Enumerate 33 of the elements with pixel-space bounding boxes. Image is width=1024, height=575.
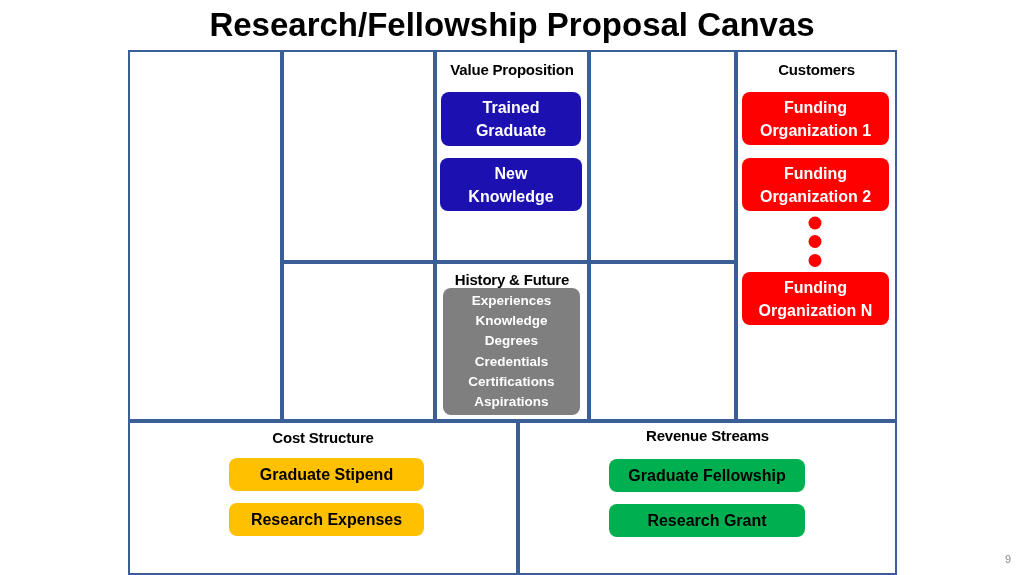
item-card: Trained Graduate [441,92,581,146]
empty-section [589,262,736,421]
item-list-card [443,288,580,415]
empty-section [128,50,282,421]
canvas-section [128,421,518,575]
list-item: Aspirations [474,393,549,412]
section-heading: Customers [777,61,856,78]
empty-section [589,50,736,262]
list-item: Credentials [474,352,549,371]
list-item: Knowledge [475,311,548,330]
empty-section [282,50,435,262]
empty-section [282,262,435,421]
section-heading: Revenue Streams [645,427,770,444]
section-heading: Value Proposition [449,61,575,78]
section-heading: Cost Structure [271,429,375,446]
item-card: Funding Organization 2 [742,158,889,211]
item-card: Funding Organization N [742,272,889,325]
item-card: Graduate Stipend [229,458,424,491]
canvas-section [435,50,589,262]
item-card: Research Grant [609,504,805,537]
list-item: Experiences [471,291,552,310]
page-number: 9 [1005,553,1012,565]
section-heading: History & Future [453,271,571,288]
item-card: Funding Organization 1 [742,92,889,145]
canvas-section [518,421,897,575]
item-card: Research Expenses [229,503,424,536]
list-item: Degrees [484,332,539,351]
canvas-section [736,50,897,421]
item-card: New Knowledge [440,158,582,211]
list-item: Certifications [468,372,555,391]
item-card: Graduate Fellowship [609,459,805,492]
title: Research/Fellowship Proposal Canvas [208,6,816,44]
canvas-section [435,262,589,421]
